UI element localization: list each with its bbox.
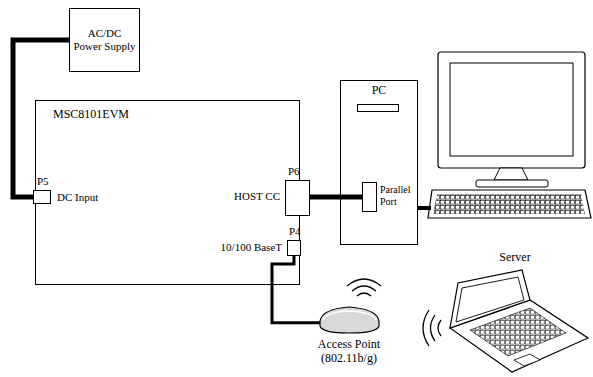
server-waves — [423, 310, 441, 346]
device-label: PC — [341, 84, 417, 98]
port-label: DC Input — [57, 191, 98, 204]
port-label: Parallel Port — [380, 184, 416, 207]
access-point: Access Point (802.11b/g) — [318, 303, 380, 335]
monitor-illustration — [438, 52, 585, 187]
board-label: MSC8101EVM — [53, 108, 129, 122]
laptop-icon — [445, 268, 590, 374]
device-label: Server — [485, 251, 545, 265]
cable — [310, 195, 362, 200]
connector-box: P410/100 BaseT — [287, 240, 301, 256]
device-label: Access Point (802.11b/g) — [311, 338, 387, 366]
access-point-icon — [318, 303, 380, 335]
connector-box: P5DC Input — [33, 190, 51, 204]
power-supply-box: AC/DC Power Supply — [69, 8, 140, 72]
connector-box: P6HOST CC — [285, 180, 310, 216]
drive-slot — [357, 104, 399, 112]
keyboard-illustration — [428, 190, 591, 218]
cable — [272, 256, 320, 323]
port-label: 10/100 BaseT — [221, 241, 282, 254]
connector-number: P4 — [289, 225, 301, 238]
connector-number: P5 — [37, 175, 49, 188]
connector-number: P6 — [288, 165, 300, 178]
device-label: AC/DC Power Supply — [73, 27, 136, 52]
pc-tower: PC Parallel Port — [340, 80, 418, 245]
parallel-port: Parallel Port — [362, 182, 377, 212]
server-laptop: Server — [445, 268, 590, 374]
board-box: MSC8101EVMP5DC InputP6HOST CCP410/100 Ba… — [35, 100, 300, 285]
access-point-waves — [347, 279, 381, 296]
keyboard-cable — [418, 206, 431, 210]
port-label: HOST CC — [234, 190, 280, 203]
